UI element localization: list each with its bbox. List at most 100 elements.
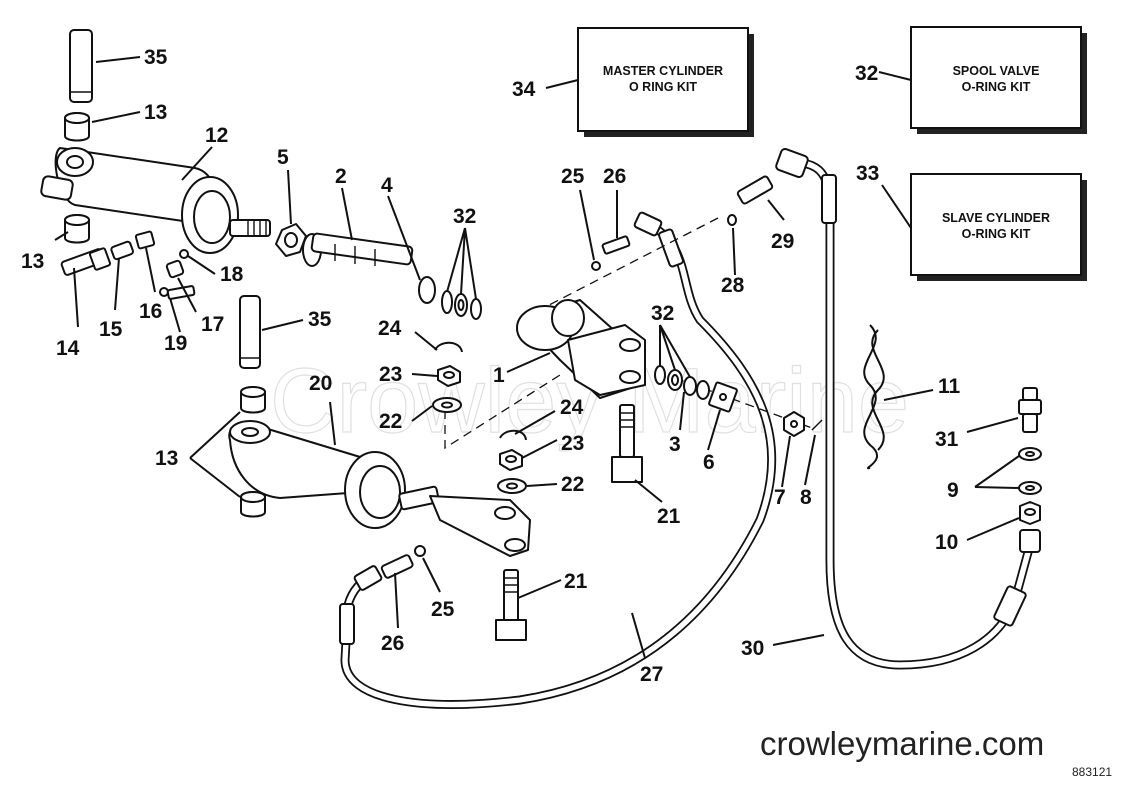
fitting-14	[60, 247, 112, 276]
callout-25: 25	[431, 598, 455, 621]
ball-25-bottom	[414, 545, 426, 557]
callout-30: 30	[741, 637, 764, 660]
fitting-15	[110, 240, 134, 261]
washer-22-upper	[432, 397, 462, 413]
nut-23-upper	[437, 365, 461, 387]
nut-10	[1019, 501, 1041, 525]
hose-27-fitting-bottom	[339, 565, 383, 645]
hose-30-fitting-bottom	[993, 529, 1041, 627]
nut-7	[783, 411, 805, 437]
callout-19: 19	[164, 332, 187, 355]
tube-35-mid	[239, 295, 261, 369]
callout-14: 14	[56, 337, 80, 360]
ball-18	[179, 249, 189, 259]
hose-27	[340, 223, 777, 709]
nut-5	[275, 223, 307, 257]
callout-23: 23	[561, 432, 584, 455]
callout-35: 35	[308, 308, 332, 331]
master-cylinder	[40, 147, 271, 254]
clip-24-upper	[434, 341, 463, 353]
callout-28: 28	[721, 274, 745, 297]
drawing-number: 883121	[1072, 765, 1112, 779]
bolt-19	[159, 285, 196, 300]
fitting-26-bottom	[380, 554, 414, 579]
master-kit-line1: MASTER CYLINDER	[603, 64, 723, 78]
callout-2: 2	[335, 165, 347, 188]
callout-32: 32	[855, 62, 878, 85]
washers-9	[1018, 447, 1042, 495]
callout-22: 22	[561, 473, 584, 496]
callout-1: 1	[493, 364, 505, 387]
bushing-13-lower-a	[240, 386, 266, 414]
callout-13: 13	[144, 101, 167, 124]
callout-32: 32	[453, 205, 476, 228]
tube-35-top	[69, 29, 93, 103]
callout-26: 26	[603, 165, 626, 188]
callout-4: 4	[381, 174, 393, 197]
assembly-line-hose	[519, 217, 719, 321]
hose-30-fitting-top	[775, 148, 837, 224]
callout-15: 15	[99, 318, 123, 341]
leader-lines	[54, 56, 1020, 659]
callout-27: 27	[640, 663, 663, 686]
slave-cylinder-kit-box: SLAVE CYLINDER O-RING KIT	[910, 173, 1087, 281]
callout-9: 9	[947, 479, 959, 502]
callout-16: 16	[139, 300, 162, 323]
nut-23-lower	[499, 449, 523, 471]
bushing-13-mid	[64, 214, 90, 244]
spool-kit-line1: SPOOL VALVE	[953, 64, 1040, 78]
site-url: crowleymarine.com	[760, 725, 1044, 762]
callout-18: 18	[220, 263, 244, 286]
orings-32-mid	[654, 365, 710, 400]
clip-24-lower	[499, 429, 527, 441]
callout-34: 34	[512, 78, 536, 101]
callout-21: 21	[564, 570, 588, 593]
valve-body-1	[516, 299, 646, 399]
callout-25: 25	[561, 165, 585, 188]
callout-21: 21	[657, 505, 681, 528]
callout-31: 31	[935, 428, 959, 451]
callout-13: 13	[21, 250, 44, 273]
callout-17: 17	[201, 313, 224, 336]
callout-labels: 35 13 12 5 2 4 32 25 26 29 28 13 14 15 1…	[21, 46, 961, 686]
fitting-29	[736, 175, 774, 205]
bushing-13-top	[64, 112, 90, 142]
callout-26: 26	[381, 632, 404, 655]
spool-valve-kit-box: SPOOL VALVE O-RING KIT	[910, 26, 1087, 134]
ball-25-top	[591, 261, 601, 271]
spool-2	[302, 232, 414, 267]
ball-28	[727, 214, 737, 226]
fitting-31	[1018, 387, 1042, 433]
cotter-pin-8	[811, 419, 823, 431]
spool-kit-line2: O-RING KIT	[962, 80, 1031, 94]
callout-12: 12	[205, 124, 228, 147]
callout-8: 8	[800, 486, 812, 509]
assembly-line-washer	[444, 374, 561, 450]
callout-5: 5	[277, 146, 289, 169]
master-kit-line2: O RING KIT	[629, 80, 697, 94]
slave-cylinder-20	[228, 420, 531, 557]
callout-10: 10	[935, 531, 958, 554]
hose-27-fitting-top	[633, 211, 684, 268]
master-cylinder-kit-box: MASTER CYLINDER O RING KIT	[577, 27, 754, 137]
callout-7: 7	[774, 486, 786, 509]
callout-23: 23	[379, 363, 402, 386]
callout-35: 35	[144, 46, 168, 69]
seat-16	[134, 230, 156, 250]
callout-24: 24	[378, 317, 402, 340]
slave-kit-line1: SLAVE CYLINDER	[942, 211, 1050, 225]
washer-22-lower	[497, 478, 527, 494]
callout-6: 6	[703, 451, 715, 474]
callout-20: 20	[309, 372, 332, 395]
callout-13: 13	[155, 447, 178, 470]
bolt-21-upper	[611, 404, 643, 483]
oring-4	[418, 276, 436, 304]
slave-kit-line2: O-RING KIT	[962, 227, 1031, 241]
bushing-13-lower-b	[240, 491, 266, 518]
callout-33: 33	[856, 162, 879, 185]
callout-22: 22	[379, 410, 402, 433]
cable-11-twist	[871, 329, 885, 451]
callout-29: 29	[771, 230, 794, 253]
callout-11: 11	[938, 375, 961, 398]
